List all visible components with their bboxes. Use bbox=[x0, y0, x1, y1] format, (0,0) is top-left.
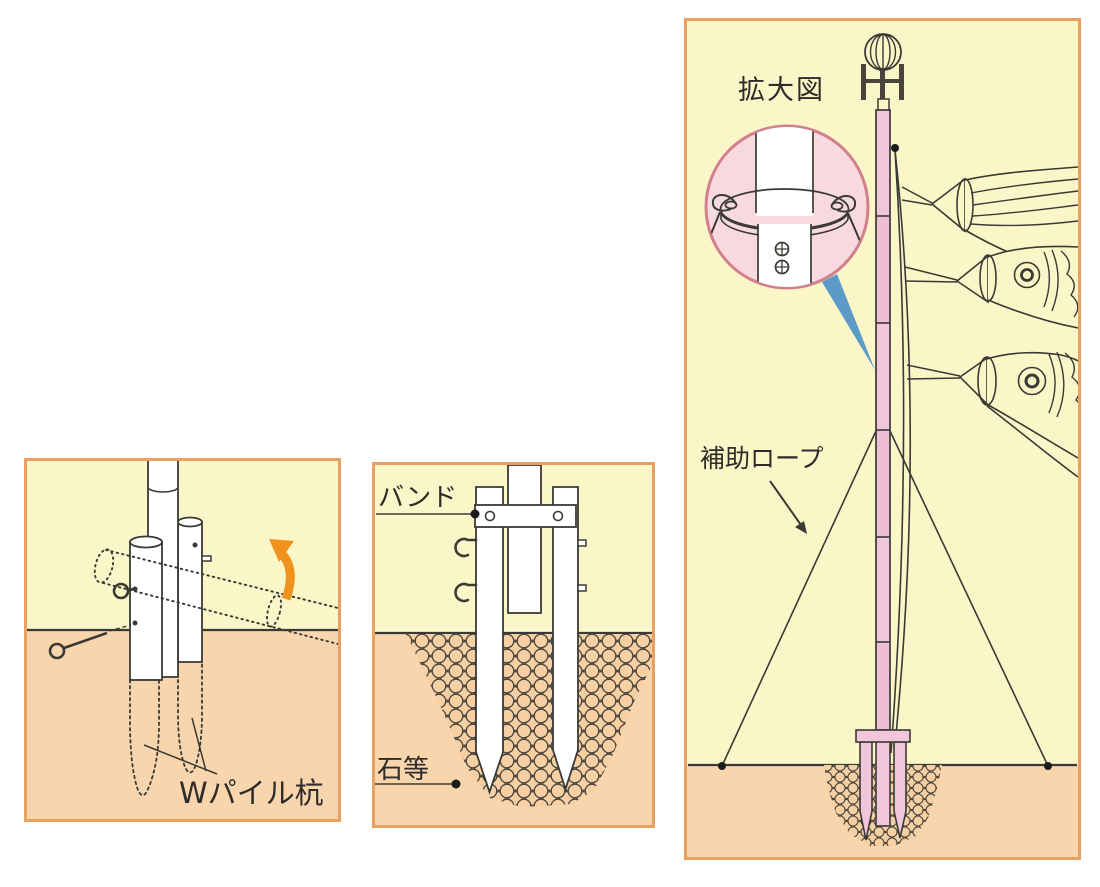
support-rope-arrow-icon bbox=[769, 480, 807, 534]
main-pole bbox=[507, 465, 542, 614]
raise-direction-arrow-icon bbox=[269, 539, 295, 601]
panel-pile-stakes: Wパイル杭 bbox=[24, 458, 341, 822]
band-stones-illustration: バンド 石等 bbox=[375, 465, 652, 825]
support-rope-label: 補助ロープ bbox=[700, 444, 824, 473]
stones-pointer-dot bbox=[451, 779, 461, 789]
band-bracket bbox=[474, 504, 577, 528]
rope-attach-dot bbox=[891, 144, 899, 152]
panel-band-stones: バンド 石等 bbox=[372, 462, 655, 828]
pole-base-assembly bbox=[855, 729, 911, 841]
right-pile-stake bbox=[552, 486, 579, 792]
callout-wedge bbox=[822, 274, 875, 370]
carp-streamer-1 bbox=[904, 245, 1078, 329]
peg-icon bbox=[577, 584, 587, 592]
eye-bolt-icon bbox=[48, 624, 132, 660]
front-pile-stake bbox=[129, 535, 163, 797]
peg-icon bbox=[577, 539, 587, 547]
enlarged-view-label: 拡大図 bbox=[738, 75, 825, 106]
koinobori-pole bbox=[875, 109, 891, 731]
support-ropes bbox=[718, 430, 1052, 770]
magnified-detail-circle bbox=[704, 124, 870, 290]
band-label: バンド bbox=[378, 483, 457, 513]
band-pointer-dot bbox=[470, 509, 480, 519]
panel-assembled-pole: 拡大図 補助ロープ bbox=[684, 18, 1081, 860]
screw-icon bbox=[774, 259, 790, 275]
stones-label: 石等 bbox=[377, 755, 429, 785]
anchor-dot bbox=[1044, 762, 1052, 770]
hook-icon bbox=[454, 537, 478, 558]
gravel-pit bbox=[406, 634, 652, 807]
assembled-pole-illustration: 拡大図 補助ロープ bbox=[687, 33, 1078, 857]
pole-top-ornament-icon bbox=[861, 33, 904, 112]
w-pile-stake-label: Wパイル杭 bbox=[179, 776, 324, 810]
screw-icon bbox=[774, 241, 790, 257]
anchor-dot bbox=[718, 762, 726, 770]
back-pile-stake bbox=[177, 516, 212, 774]
left-pile-stake bbox=[475, 486, 504, 795]
pole-being-raised-dotted bbox=[93, 548, 338, 645]
hook-icon bbox=[454, 582, 478, 603]
w-pile-pointer-line-2 bbox=[191, 717, 207, 772]
carp-streamer-2 bbox=[906, 351, 1078, 478]
pile-stakes-illustration: Wパイル杭 bbox=[27, 461, 338, 819]
halyard-rope bbox=[890, 144, 912, 756]
